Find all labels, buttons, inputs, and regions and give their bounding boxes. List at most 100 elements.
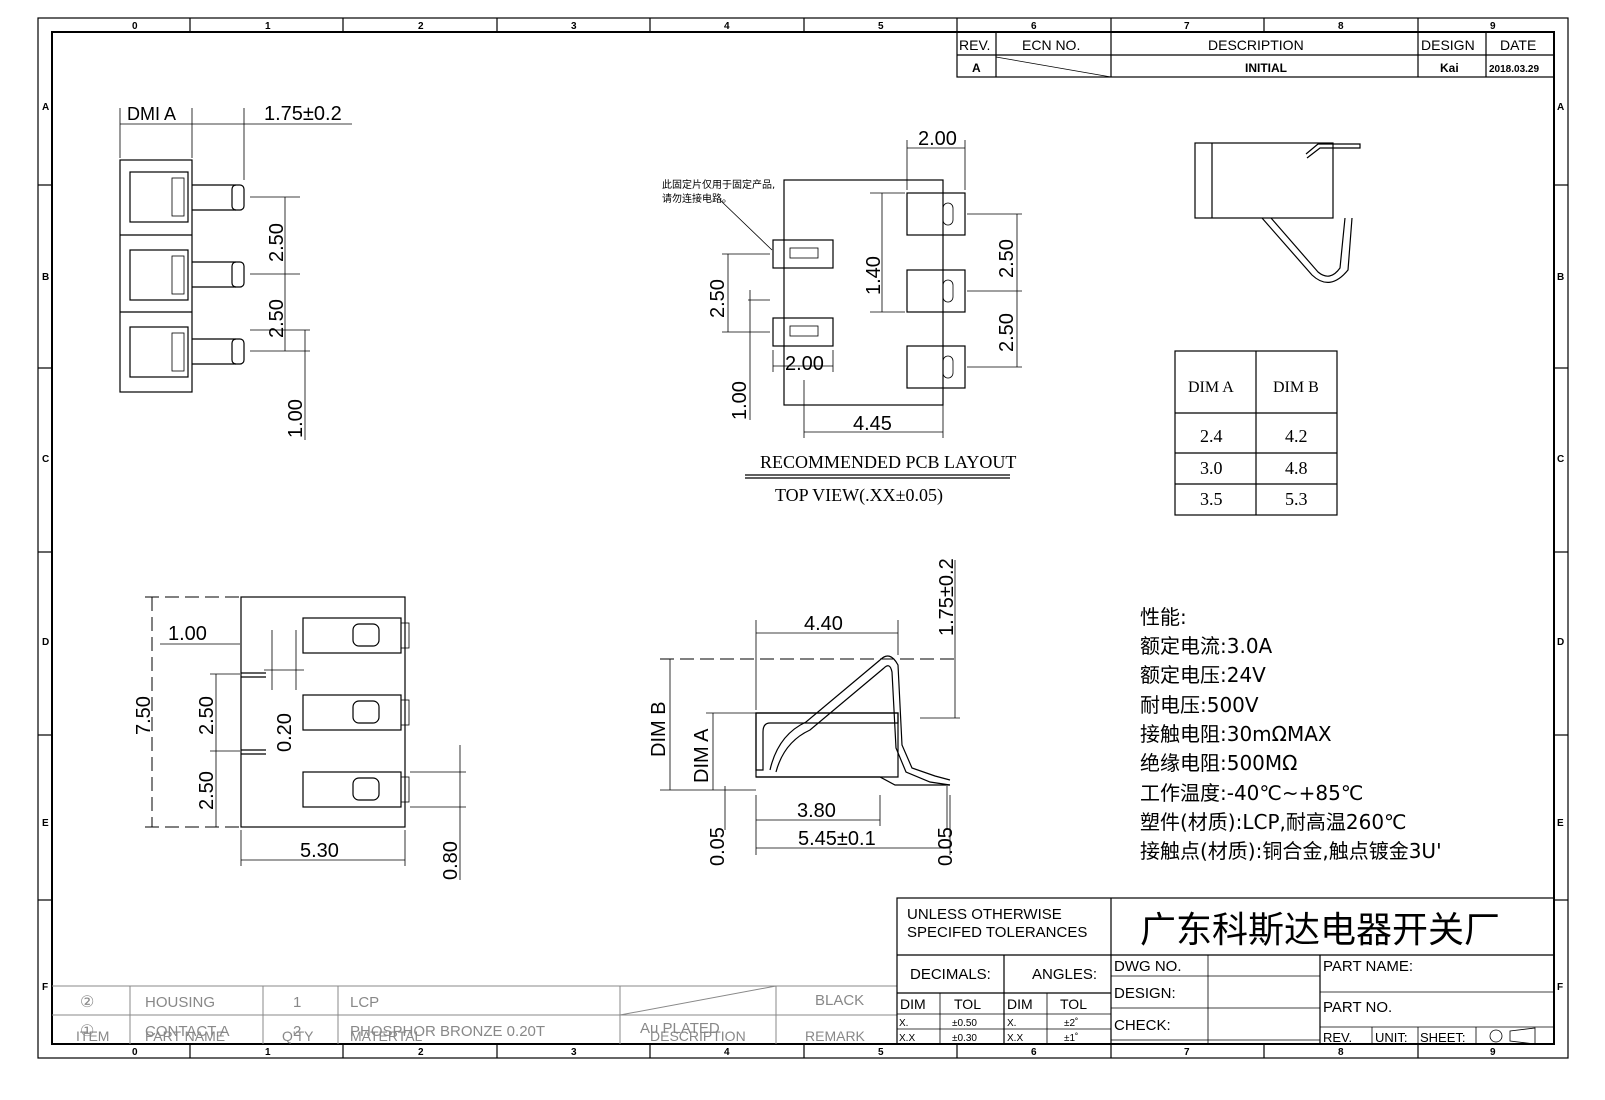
dwg-no-label: DWG NO.	[1114, 958, 1182, 975]
dim-200-bottom: 2.00	[785, 353, 824, 375]
dim-table-r1a: 2.4	[1200, 426, 1223, 446]
bom-header-remark: REMARK	[805, 1028, 866, 1044]
zone-col-2b: 2	[418, 1047, 424, 1058]
dim-380: 3.80	[797, 800, 836, 822]
zone-col-8: 8	[1338, 21, 1344, 32]
bom-r1-item: ②	[80, 994, 94, 1011]
title-block: UNLESS OTHERWISE SPECIFED TOLERANCES DEC…	[896, 897, 1555, 1045]
zone-col-0: 0	[132, 21, 138, 32]
spec-line-3: 耐电压:500V	[1140, 693, 1259, 717]
unit-label: UNIT:	[1375, 1030, 1408, 1045]
pcb-note-line2: 请勿连接电路。	[662, 192, 732, 205]
design-value: Kai	[1440, 61, 1459, 75]
spec-list: 性能: 额定电流:3.0A 额定电压:24V 耐电压:500V 接触电阻:30m…	[1140, 605, 1442, 863]
desc-header: DESCRIPTION	[1208, 37, 1304, 53]
dim-250-side-b: 2.50	[266, 299, 288, 338]
dim-250-front-b: 2.50	[196, 771, 218, 810]
zone-col-5: 5	[878, 21, 884, 32]
date-header: DATE	[1500, 37, 1536, 53]
dim-530: 5.30	[300, 840, 339, 862]
dim-250-front-a: 2.50	[196, 696, 218, 735]
dec-r2-tol: ±0.30	[952, 1033, 977, 1044]
dim-table-header-a: DIM A	[1188, 379, 1234, 396]
zone-row-e: E	[42, 818, 49, 829]
zone-row-d: D	[42, 637, 49, 648]
dim-140: 1.40	[863, 256, 885, 295]
bom-r2-description: Au PLATED	[640, 1020, 720, 1037]
part-name-label: PART NAME:	[1323, 958, 1413, 975]
zone-col-2: 2	[418, 21, 424, 32]
dim-b-label: DIM B	[648, 701, 670, 757]
pcb-layout: 此固定片仅用于固定产品, 请勿连接电路。 2.00 1.40 2.50 2.50…	[662, 128, 1022, 506]
bom-header-description: DESCRIPTION	[650, 1028, 746, 1044]
dim-100-side: 1.00	[285, 399, 307, 438]
dec-r2-dim: X.X	[899, 1033, 915, 1044]
zone-col-6: 6	[1031, 21, 1037, 32]
zone-row-a: A	[42, 102, 49, 113]
projection-cone-icon	[1509, 1027, 1536, 1045]
front-view: 7.50 1.00 2.50 2.50 0.20 5.30 0.80	[133, 596, 466, 880]
rev-value: A	[972, 61, 981, 75]
pcb-layout-title: RECOMMENDED PCB LAYOUT	[760, 452, 1016, 472]
dim-250-pcb-r1: 2.50	[996, 239, 1018, 278]
zone-col-1b: 1	[265, 1047, 271, 1058]
dim-080: 0.80	[440, 841, 462, 880]
spec-line-6: 工作温度:-40℃~+85℃	[1140, 781, 1363, 805]
company-name: 广东科斯达电器开关厂	[1140, 910, 1500, 951]
spec-line-4: 接触电阻:30mΩMAX	[1140, 722, 1332, 746]
dim-table: DIM A DIM B 2.4 4.2 3.0 4.8 3.5 5.3	[1174, 350, 1338, 516]
dim-table-r3a: 3.5	[1200, 489, 1223, 509]
rev-header: REV.	[959, 37, 990, 53]
spec-line-5: 绝缘电阻:500MΩ	[1140, 751, 1297, 775]
desc-value: INITIAL	[1245, 61, 1287, 75]
bom-header-item: ITEM	[76, 1028, 109, 1044]
dim-table-r2b: 4.8	[1285, 458, 1308, 478]
ang-r1-tol: ±2˚	[1064, 1017, 1078, 1029]
bom-header-name: PART NAME	[145, 1028, 225, 1044]
profile-view: 4.40 1.75±0.2 DIM B DIM A 3.80 5.45±0.1 …	[648, 558, 960, 866]
dim-dmi-a: DMI A	[127, 104, 176, 124]
zone-col-6b: 6	[1031, 1047, 1037, 1058]
tol-line2: SPECIFED TOLERANCES	[907, 924, 1087, 941]
zone-col-5b: 5	[878, 1047, 884, 1058]
bom-r1-material: LCP	[350, 994, 379, 1011]
pcb-layout-subtitle: TOP VIEW(.XX±0.05)	[775, 485, 943, 506]
bom-r1-remark: BLACK	[815, 992, 864, 1009]
ang-r2-tol: ±1˚	[1064, 1032, 1078, 1044]
dim-200-top: 2.00	[918, 128, 957, 150]
zone-col-9b: 9	[1490, 1047, 1496, 1058]
zone-col-8b: 8	[1338, 1047, 1344, 1058]
projection-symbol-icon	[1489, 1029, 1503, 1043]
inner-border	[51, 31, 1555, 1045]
dim-250-pcb-r2: 2.50	[996, 313, 1018, 352]
dim-table-r3b: 5.3	[1285, 489, 1308, 509]
zone-col-9: 9	[1490, 21, 1496, 32]
pcb-note-line1: 此固定片仅用于固定产品,	[662, 178, 775, 191]
dim-table-r1b: 4.2	[1285, 426, 1308, 446]
revision-table: REV. ECN NO. DESCRIPTION DESIGN DATE A I…	[956, 31, 1555, 78]
bom-header-material: MATERTAL	[350, 1028, 423, 1044]
zone-col-4b: 4	[724, 1047, 730, 1058]
outer-border	[37, 17, 1569, 1059]
ang-r2-dim: X.X	[1007, 1033, 1023, 1044]
bom-table: ② HOUSING 1 LCP BLACK ① CONTACT A 2 PHOS…	[52, 985, 897, 1044]
zone-row-d-r: D	[1557, 637, 1564, 648]
dim-table-header-b: DIM B	[1273, 379, 1319, 396]
angles-label: ANGLES:	[1032, 966, 1097, 983]
zone-row-e-r: E	[1557, 818, 1564, 829]
dim-005-right: 0.05	[935, 827, 957, 866]
spec-line-0: 性能:	[1140, 605, 1187, 629]
dim-250-side-a: 2.50	[266, 223, 288, 262]
dim-head-ang: DIM	[1007, 996, 1033, 1012]
date-value: 2018.03.29	[1489, 64, 1539, 75]
dim-175-side: 1.75±0.2	[264, 103, 342, 125]
ecn-header: ECN NO.	[1022, 37, 1080, 53]
tol-head-ang: TOL	[1060, 996, 1087, 1012]
design-header: DESIGN	[1421, 37, 1475, 53]
bom-r1-qty: 1	[293, 994, 301, 1011]
bom-r2-material: PHOSPHOR BRONZE 0.20T	[350, 1023, 545, 1040]
zone-col-7b: 7	[1184, 1047, 1190, 1058]
dim-445: 4.45	[853, 413, 892, 435]
spec-line-8: 接触点(材质):铜合金,触点镀金3U'	[1140, 839, 1442, 863]
